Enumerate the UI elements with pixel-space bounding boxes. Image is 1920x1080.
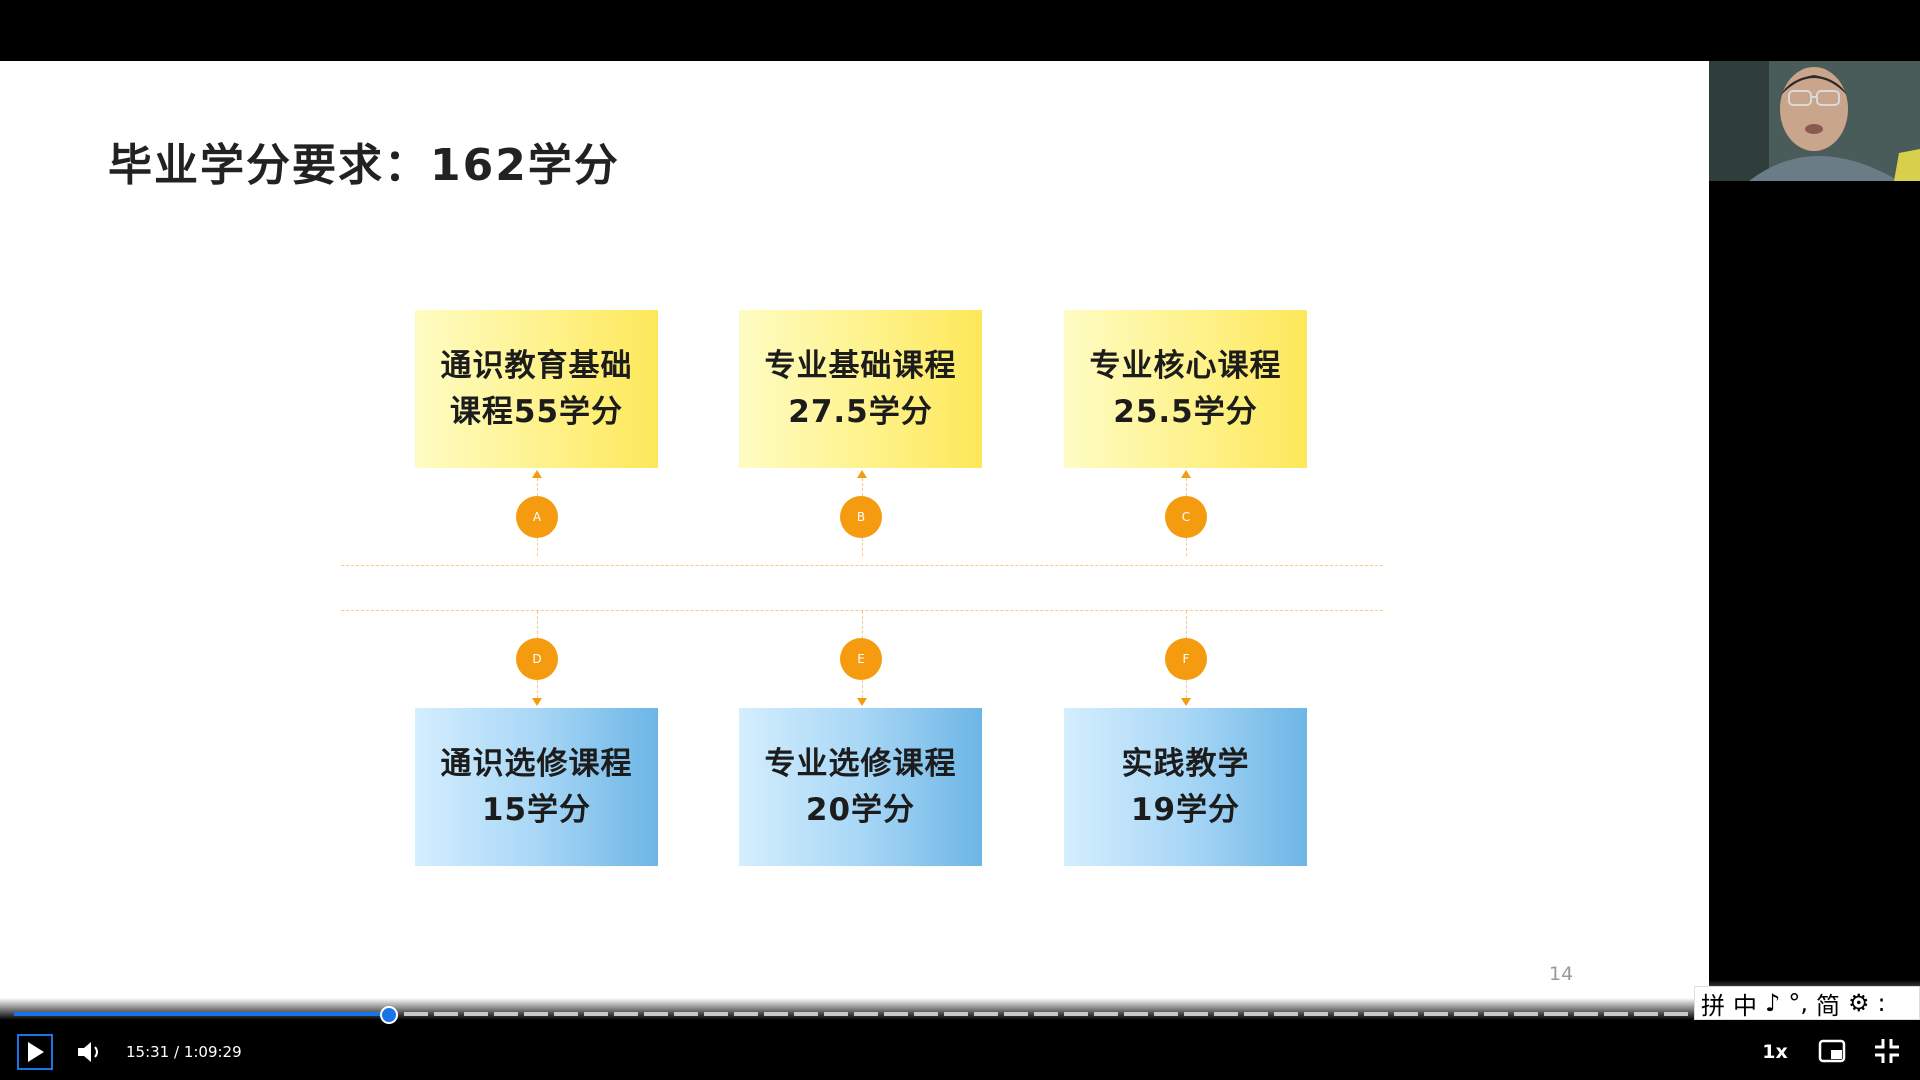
box-line2: 20学分 — [806, 787, 915, 833]
volume-icon — [76, 1040, 104, 1064]
bottom-box-general-electives: 通识选修课程 15学分 — [415, 708, 658, 866]
top-box-major-core: 专业核心课程 25.5学分 — [1064, 310, 1307, 468]
box-line1: 通识教育基础 — [441, 343, 633, 389]
presenter-avatar — [1709, 61, 1920, 181]
marker-c: C — [1165, 496, 1207, 538]
arrow-down-icon — [857, 698, 867, 706]
marker-f: F — [1165, 638, 1207, 680]
bottom-box-major-electives: 专业选修课程 20学分 — [739, 708, 982, 866]
playback-speed-button[interactable]: 1x — [1760, 1040, 1790, 1064]
slide: 毕业学分要求：162学分 通识教育基础 课程55学分 A 专业基础课程 27.5… — [0, 61, 1709, 1021]
marker-d: D — [516, 638, 558, 680]
ime-pinyin-icon[interactable]: 拼 — [1701, 986, 1725, 1021]
player-controls-background — [0, 980, 1920, 1080]
progress-bar-fill — [14, 1012, 389, 1016]
ime-simplified-mode[interactable]: 简 — [1816, 986, 1840, 1021]
arrow-up-icon — [1181, 470, 1191, 478]
ime-chinese-mode[interactable]: 中 — [1733, 986, 1757, 1021]
ime-toolbar: 拼 中 ♪ °, 简 ⚙ : — [1694, 986, 1920, 1020]
box-line1: 通识选修课程 — [441, 741, 633, 787]
top-box-major-foundation: 专业基础课程 27.5学分 — [739, 310, 982, 468]
ime-more-icon[interactable]: : — [1877, 989, 1885, 1017]
box-line1: 专业基础课程 — [765, 343, 957, 389]
divider-line-top — [341, 565, 1383, 566]
marker-e: E — [840, 638, 882, 680]
ime-settings-icon[interactable]: ⚙ — [1848, 989, 1870, 1017]
picture-in-picture-icon — [1818, 1039, 1846, 1063]
exit-fullscreen-button[interactable] — [1872, 1037, 1902, 1065]
play-icon — [25, 1041, 45, 1063]
box-line2: 25.5学分 — [1113, 389, 1258, 435]
box-line1: 实践教学 — [1122, 741, 1250, 787]
exit-fullscreen-icon — [1873, 1037, 1901, 1065]
box-line2: 课程55学分 — [450, 389, 623, 435]
webcam-video — [1709, 61, 1920, 181]
bottom-box-practical-teaching: 实践教学 19学分 — [1064, 708, 1307, 866]
slide-title: 毕业学分要求：162学分 — [108, 129, 620, 193]
time-display: 15:31 / 1:09:29 — [126, 1043, 242, 1061]
box-line2: 19学分 — [1131, 787, 1240, 833]
play-button[interactable] — [17, 1034, 53, 1070]
marker-b: B — [840, 496, 882, 538]
arrow-up-icon — [532, 470, 542, 478]
box-line1: 专业选修课程 — [765, 741, 957, 787]
box-line2: 15学分 — [482, 787, 591, 833]
volume-button[interactable] — [74, 1038, 106, 1066]
ime-music-icon[interactable]: ♪ — [1765, 989, 1780, 1017]
progress-bar-thumb[interactable] — [380, 1006, 398, 1024]
box-line1: 专业核心课程 — [1090, 343, 1282, 389]
top-box-general-education-foundation: 通识教育基础 课程55学分 — [415, 310, 658, 468]
ime-punctuation-icon[interactable]: °, — [1788, 989, 1808, 1017]
arrow-down-icon — [1181, 698, 1191, 706]
picture-in-picture-button[interactable] — [1817, 1037, 1847, 1065]
arrow-down-icon — [532, 698, 542, 706]
marker-a: A — [516, 496, 558, 538]
arrow-up-icon — [857, 470, 867, 478]
box-line2: 27.5学分 — [788, 389, 933, 435]
